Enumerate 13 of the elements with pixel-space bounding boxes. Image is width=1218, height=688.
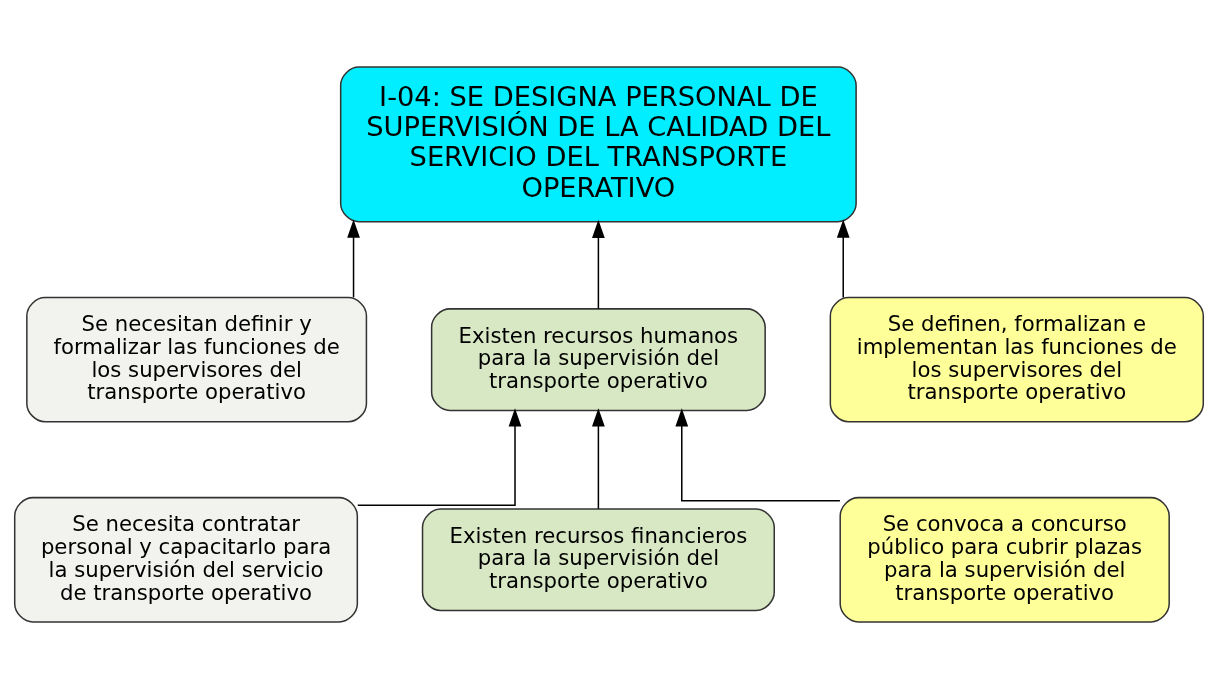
arrow — [592, 219, 605, 309]
node-box: Se necesita contratar personal y capacitarlo para la supervisión del servicio de transporte operativo — [13, 496, 359, 623]
node-box: Existen recursos financieros para la supervisión del transporte operativo — [421, 507, 775, 611]
node-box: Se necesitan definir y formalizar las funciones de los supervisores del transporte operativo — [26, 296, 368, 423]
node-box: Existen recursos humanos para la supervisión del transporte operativo — [430, 307, 766, 411]
arrow — [347, 219, 360, 298]
arrow — [357, 407, 522, 506]
arrow — [836, 219, 850, 298]
arrow — [675, 407, 841, 501]
node-box: I-04: SE DESIGNA PERSONAL DE SUPERVISIÓN DE LA CALIDAD DEL SERVICIO DEL TRANSPORTE OPERATIVO — [339, 65, 857, 222]
node-box: Se definen, formalizan e implementan las funciones de los supervisores del transporte operativo — [829, 296, 1205, 423]
node-box: Se convoca a concurso público para cubrir plazas para la supervisión del transporte operativo — [839, 496, 1170, 623]
arrow — [592, 407, 605, 509]
